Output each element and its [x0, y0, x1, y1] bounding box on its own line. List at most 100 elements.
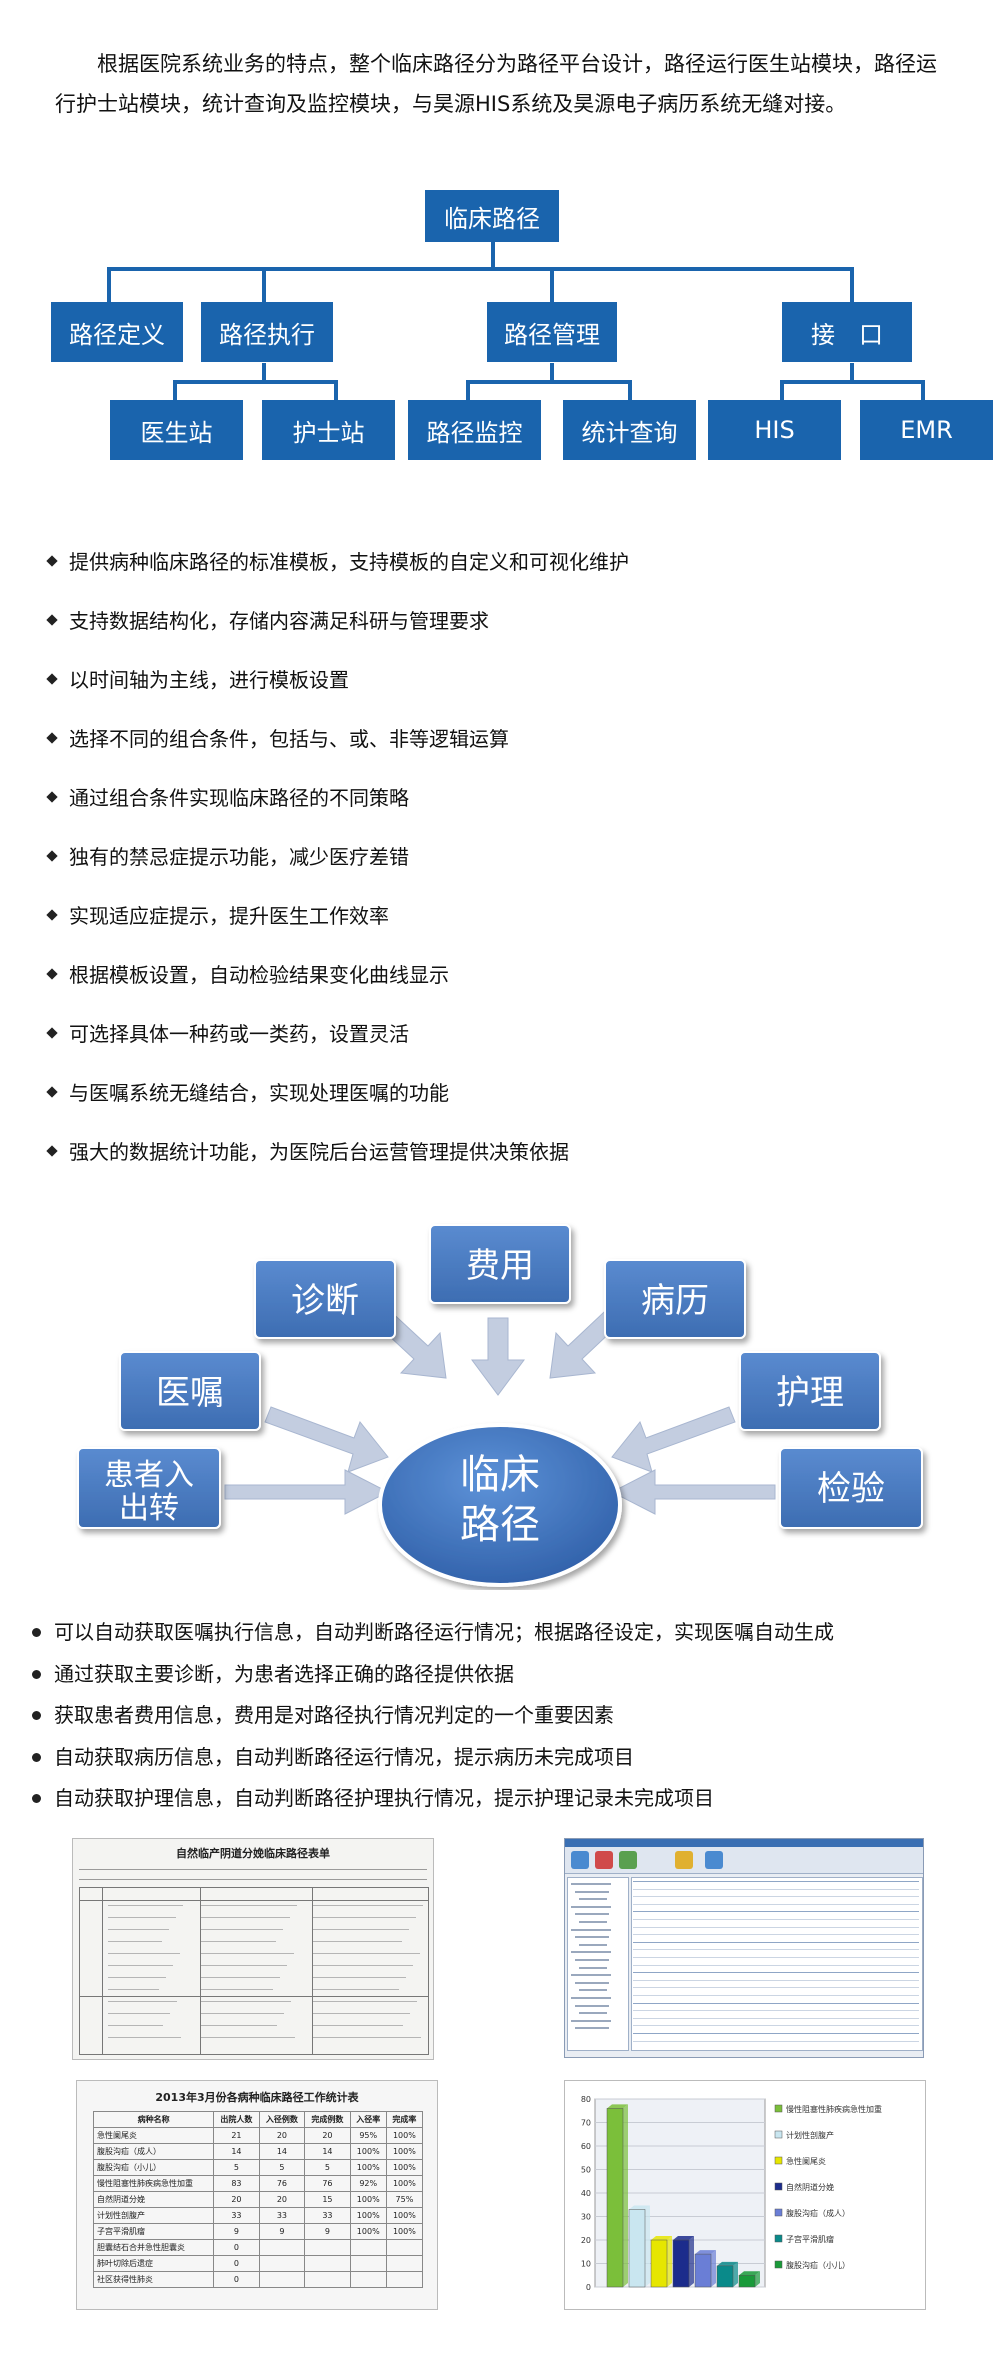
statistics-table-cell: 20 [258, 2127, 306, 2144]
hub-node-lab-label: 检验 [817, 1469, 885, 1509]
form-text-line [108, 1977, 166, 1978]
statistics-table-cell: 9 [258, 2223, 306, 2240]
chart-bar-side [667, 2236, 672, 2287]
clinical-path-hub-diagram: 临床 路径 费用 诊断 病历 医嘱 护理 患者入 出转 检验 [77, 1224, 923, 1587]
feature-item: 强大的数据统计功能，为医院后台运营管理提供决策依据 [48, 1135, 968, 1194]
statistics-table-cell: 慢性阻塞性肺疾病急性加重 [92, 2175, 215, 2192]
software-grid-row [633, 2040, 919, 2042]
statistics-table-cell: 100% [385, 2175, 424, 2192]
software-tree-row [571, 1951, 611, 1954]
chart-y-tick-label: 10 [581, 2260, 591, 2269]
software-tree-row [579, 1921, 607, 1923]
feature-item: 通过组合条件实现临床路径的不同策略 [48, 781, 968, 840]
pathway-bar-chart: 01020304050607080慢性阻塞性肺疾病急性加重计划性剖腹产急性阑尾炎… [581, 2095, 882, 2292]
form-text-line [201, 2001, 291, 2002]
chart-y-tick-label: 80 [581, 2095, 591, 2104]
chart-bar-side [733, 2261, 738, 2287]
integration-bullet: 自动获取病历信息，自动判断路径运行情况，提示病历未完成项目 [32, 1740, 982, 1782]
chart-bar-top [651, 2236, 672, 2240]
statistics-table-cell: 100% [349, 2143, 387, 2160]
statistics-table-cell: 100% [349, 2223, 387, 2240]
software-tree-row [579, 1943, 607, 1946]
chart-y-tick-label: 40 [581, 2189, 591, 2198]
statistics-table-cell: 20 [304, 2127, 351, 2144]
form-text-line [201, 1953, 294, 1954]
feature-item: 根据模板设置，自动检验结果变化曲线显示 [48, 958, 968, 1017]
integration-bullet-list: 可以自动获取医嘱执行信息，自动判断路径运行情况；根据路径设定，实现医嘱自动生成 … [32, 1615, 982, 1823]
software-grid-row [633, 1987, 919, 1989]
statistics-table-cell: 33 [213, 2207, 260, 2224]
chart-bar-top [629, 2205, 650, 2210]
hub-node-record [604, 1259, 746, 1339]
statistics-table-header: 病种名称出院人数入径例数完成例数入径率完成率 [92, 2111, 424, 2128]
arrow-from-lab [610, 1469, 776, 1515]
integration-bullet: 获取患者费用信息，费用是对路径执行情况判定的一个重要因素 [32, 1698, 982, 1740]
chart-legend-swatch [774, 2260, 783, 2269]
form-text-line [108, 2013, 170, 2014]
hub-center-line1: 临床 [460, 1452, 540, 1498]
chart-bar [672, 2239, 690, 2288]
statistics-table-cell: 100% [385, 2207, 424, 2224]
software-tree-row [571, 1928, 611, 1931]
statistics-table-cell [258, 2239, 306, 2256]
tree-node-path-definition: 路径定义 [51, 302, 183, 362]
hub-node-lab [779, 1447, 923, 1529]
statistics-table-header-cell: 入径例数 [258, 2111, 306, 2128]
integration-bullet: 通过获取主要诊断，为患者选择正确的路径提供依据 [32, 1657, 982, 1699]
software-tree-row [575, 1959, 609, 1961]
pathway-form-thumbnail: 自然临产阴道分娩临床路径表单 [72, 1838, 434, 2060]
statistics-table-cell [385, 2239, 424, 2256]
software-grid-row [633, 1995, 919, 1996]
software-tree-row [571, 1905, 611, 1908]
statistics-table-cell: 9 [304, 2223, 351, 2240]
chart-bar-side [755, 2271, 760, 2287]
software-grid-row [633, 1926, 919, 1928]
chart-bar [716, 2265, 734, 2288]
statistics-table-cell: 腹股沟疝（小儿） [92, 2159, 215, 2176]
statistics-table-cell [304, 2271, 351, 2288]
software-grid-row [633, 1934, 919, 1936]
statistics-table-cell: 20 [213, 2191, 260, 2208]
chart-legend-label: 急性阑尾炎 [786, 2156, 826, 2166]
tree-node-path-execution: 路径执行 [201, 302, 333, 362]
software-tree-row [579, 1989, 607, 1992]
chart-y-tick-label: 30 [581, 2213, 591, 2222]
chart-bar-top [673, 2236, 694, 2240]
statistics-table-header-cell: 出院人数 [213, 2111, 260, 2128]
module-tree-diagram: 临床路径 路径定义 路径执行 路径管理 接 口 医生站 护士站 路径监控 统计查… [0, 170, 1000, 470]
chart-bar [606, 2108, 624, 2288]
chart-legend-label: 腹股沟疝（小儿） [786, 2260, 850, 2270]
statistics-table-cell: 100% [385, 2127, 424, 2144]
software-grid-row [633, 1949, 919, 1951]
form-text-line [313, 2013, 410, 2014]
chart-legend-swatch [774, 2130, 783, 2139]
statistics-table-cell [258, 2255, 306, 2272]
hub-center [378, 1423, 622, 1587]
statistics-table-cell: 100% [349, 2191, 387, 2208]
feature-list: 提供病种临床路径的标准模板，支持模板的自定义和可视化维护 支持数据结构化，存储内… [48, 545, 968, 1194]
form-text-line [313, 1929, 409, 1930]
chart-bar-side [711, 2250, 716, 2287]
statistics-table-cell [304, 2239, 351, 2256]
form-text-line [108, 2037, 181, 2038]
chart-legend-label: 腹股沟疝（成人） [786, 2208, 850, 2218]
feature-item: 选择不同的组合条件，包括与、或、非等逻辑运算 [48, 722, 968, 781]
pathway-form-grid [79, 1887, 429, 2055]
chart-legend-swatch [774, 2182, 783, 2191]
software-grid-row [633, 1888, 919, 1890]
statistics-table-cell: 100% [349, 2207, 387, 2224]
statistics-table-cell [385, 2255, 424, 2272]
software-tree-row [575, 1913, 609, 1916]
software-grid-row [633, 2002, 919, 2004]
chart-bar [650, 2239, 668, 2288]
software-tree-row [575, 2004, 609, 2007]
statistics-table-cell: 计划性剖腹产 [92, 2207, 215, 2224]
chart-bar-top [717, 2261, 738, 2266]
statistics-table-cell: 76 [304, 2175, 351, 2192]
form-text-line [313, 1941, 402, 1942]
statistics-table-header-cell: 完成例数 [304, 2111, 351, 2128]
statistics-table-cell: 83 [213, 2175, 260, 2192]
software-grid-row [633, 1911, 919, 1913]
